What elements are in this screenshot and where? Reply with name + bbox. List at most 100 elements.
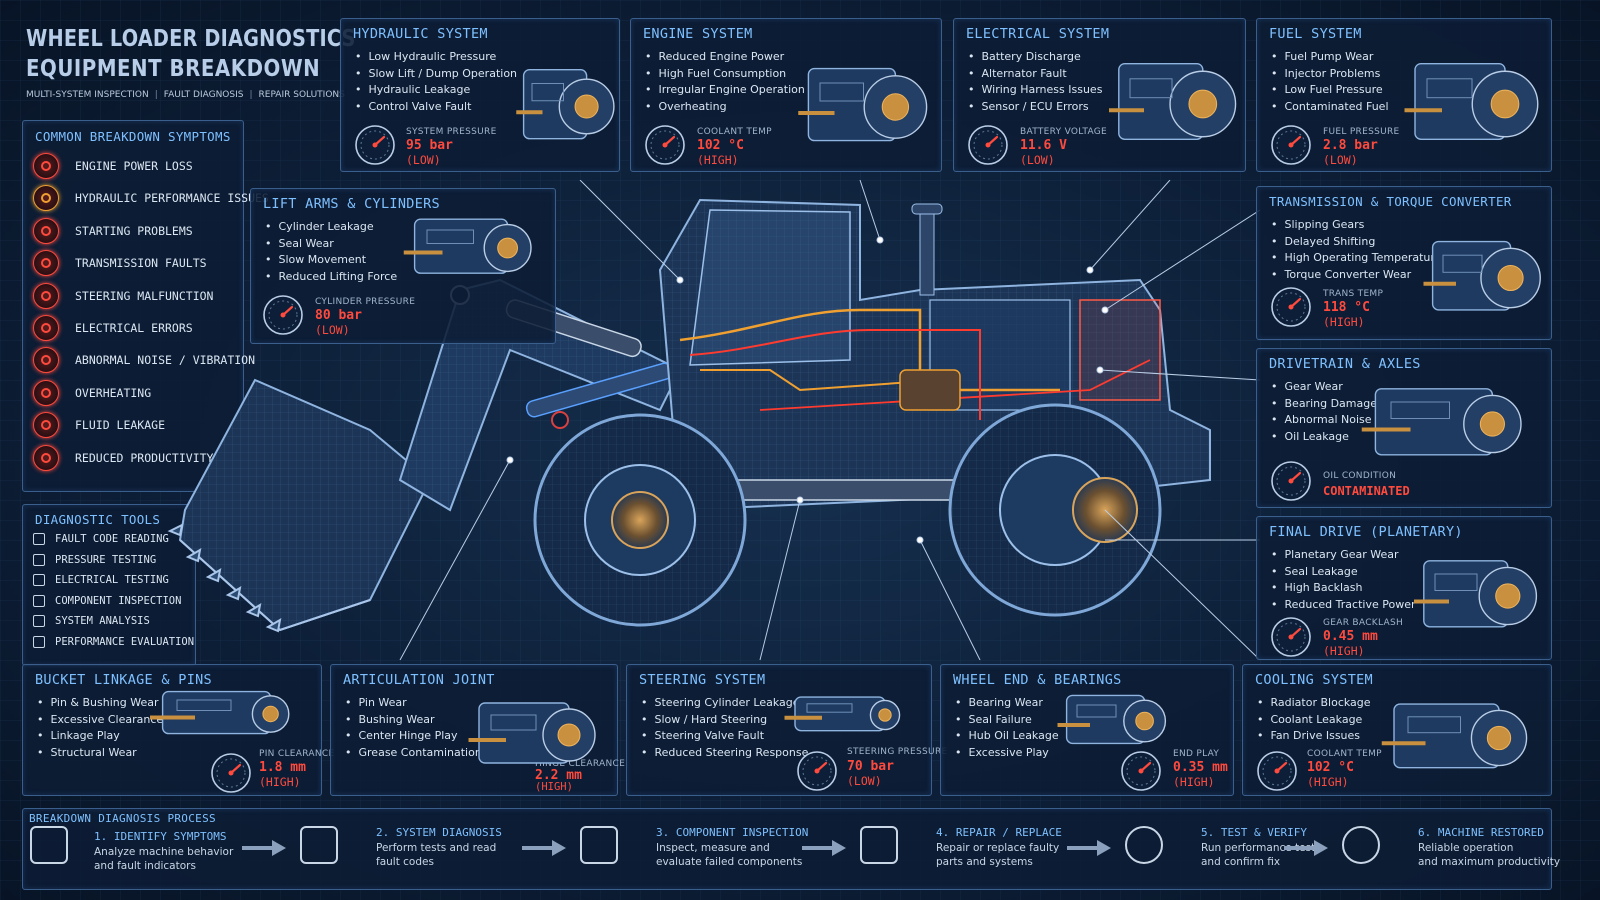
bucket-issue-list: Pin & Bushing Wear Excessive Clearance L… — [37, 695, 164, 761]
front-wheel-drawing — [533, 413, 747, 627]
analysis-icon — [33, 615, 45, 628]
tool-label: ELECTRICAL TESTING — [55, 574, 169, 587]
callout-lines — [399, 180, 1260, 660]
code-reader-icon — [33, 533, 45, 545]
symptom-item: HYDRAULIC PERFORMANCE ISSUES — [33, 183, 269, 213]
symptom-item: ABNORMAL NOISE / VIBRATION — [33, 345, 255, 375]
evaluation-icon — [33, 636, 45, 648]
cooling-issue-list: Radiator Blockage Coolant Leakage Fan Dr… — [1257, 695, 1371, 745]
process-title: BREAKDOWN DIAGNOSIS PROCESS — [29, 812, 216, 825]
lift-arms-issue-list: Cylinder Leakage Seal Wear Slow Movement… — [265, 219, 398, 285]
symptoms-panel: COMMON BREAKDOWN SYMPTOMS ENGINE POWER L… — [22, 120, 269, 492]
hinge-joint-icon — [461, 685, 611, 785]
arrow-right-icon — [1067, 838, 1113, 862]
fuel-issue-list: Fuel Pump Wear Injector Problems Low Fue… — [1271, 49, 1389, 115]
arrow-right-icon — [1284, 838, 1330, 862]
magnifier-icon — [300, 826, 338, 864]
arrow-right-icon — [522, 838, 568, 862]
list-item: Seal Failure — [955, 712, 1059, 729]
list-item: Seal Wear — [265, 236, 397, 253]
steering-issue-list: Steering Cylinder Leakage Slow / Hard St… — [641, 695, 809, 761]
gauge-value: 102 °C — [1307, 760, 1354, 775]
process-step-title: 5. TEST & VERIFY — [1201, 826, 1307, 839]
symptom-item: ELECTRICAL ERRORS — [33, 313, 193, 343]
temperature-gauge-icon — [643, 123, 687, 167]
tag-repair: REPAIR SOLUTIONS — [258, 90, 345, 100]
engine-issue-list: Reduced Engine Power High Fuel Consumpti… — [645, 49, 805, 115]
arrow-right-icon — [802, 838, 848, 862]
list-item: Irregular Engine Operation — [645, 82, 805, 99]
list-item: Bearing Damage — [1271, 396, 1378, 413]
list-item: Steering Valve Fault — [641, 728, 808, 745]
tool-item: SYSTEM ANALYSIS — [33, 612, 150, 630]
hydraulic-icon — [33, 185, 59, 212]
list-item: Grease Contamination — [345, 745, 482, 762]
articulation-title: ARTICULATION JOINT — [343, 672, 495, 688]
gauge-value: 11.6 V — [1020, 138, 1067, 153]
list-item: High Fuel Consumption — [645, 66, 805, 83]
process-step-desc: Perform tests and read fault codes — [376, 842, 497, 868]
gauge-label: FUEL PRESSURE — [1323, 127, 1400, 137]
gauge-label: TRANS TEMP — [1323, 289, 1384, 299]
steering-title: STEERING SYSTEM — [639, 672, 766, 688]
backlash-gauge-icon — [1269, 615, 1313, 659]
thermometer-icon — [33, 379, 59, 406]
axle-gear-icon — [1352, 369, 1547, 479]
symptom-label: OVERHEATING — [75, 385, 152, 400]
list-item: Pin & Bushing Wear — [37, 695, 163, 712]
gauge-label: CYLINDER PRESSURE — [315, 297, 416, 307]
wheel-end-title: WHEEL END & BEARINGS — [953, 672, 1122, 688]
radiator-fan-icon — [1373, 685, 1548, 791]
list-item: Sensor / ECU Errors — [968, 99, 1102, 116]
fuel-gauge-icon — [1269, 123, 1313, 167]
process-step-desc: Inspect, measure and evaluate failed com… — [656, 842, 803, 868]
rear-wheel-drawing — [948, 403, 1162, 617]
tool-item: PRESSURE TESTING — [33, 551, 156, 569]
starter-icon — [33, 217, 59, 244]
list-item: Control Valve Fault — [355, 99, 517, 116]
wheel-hub-icon — [1051, 681, 1181, 761]
process-step-title: 2. SYSTEM DIAGNOSIS — [376, 826, 502, 839]
header: WHEEL LOADER DIAGNOSTICS EQUIPMENT BREAK… — [22, 22, 355, 106]
symptom-label: FLUID LEAKAGE — [75, 418, 166, 433]
pressure-gauge-icon — [33, 553, 45, 566]
gauge-label: COOLANT TEMP — [1307, 749, 1382, 759]
process-step-title: 4. REPAIR / REPLACE — [936, 826, 1062, 839]
symptom-item: STARTING PROBLEMS — [33, 216, 193, 246]
engine-block-icon — [791, 47, 936, 167]
coolant-gauge-icon — [1255, 749, 1299, 793]
header-tags: MULTI-SYSTEM INSPECTION | FAULT DIAGNOSI… — [26, 90, 345, 100]
symptom-label: REDUCED PRODUCTIVITY — [75, 450, 214, 465]
check-circle-icon — [1125, 826, 1163, 864]
oil-drop-gauge-icon — [1269, 459, 1313, 503]
list-item: High Backlash — [1271, 580, 1415, 597]
fuel-system-panel: FUEL SYSTEM Fuel Pump Wear Injector Prob… — [1256, 18, 1552, 172]
list-item: High Operating Temperature — [1271, 250, 1442, 267]
list-item: Bearing Wear — [955, 695, 1059, 712]
process-step-desc: Analyze machine behavior and fault indic… — [94, 846, 234, 872]
symptom-label: ABNORMAL NOISE / VIBRATION — [75, 353, 256, 368]
steering-wheel-icon — [33, 282, 59, 309]
engine-system-title: ENGINE SYSTEM — [643, 26, 753, 42]
list-item: Battery Discharge — [968, 49, 1102, 66]
gauge-label: END PLAY — [1173, 749, 1220, 759]
drivetrain-panel: DRIVETRAIN & AXLES Gear Wear Bearing Dam… — [1256, 348, 1552, 508]
trans-temp-gauge-icon — [1269, 285, 1313, 329]
gauge-value: 2.8 bar — [1323, 138, 1378, 153]
gauge-label: PIN CLEARANCE — [259, 749, 335, 759]
list-item: Slow Lift / Dump Operation — [355, 66, 518, 83]
planetary-gear-icon — [1407, 541, 1547, 651]
process-step-title: 6. MACHINE RESTORED — [1418, 826, 1544, 839]
toolbox-icon — [860, 826, 898, 864]
gauge-status: (HIGH) — [1173, 775, 1215, 789]
transmission-title: TRANSMISSION & TORQUE CONVERTER — [1269, 194, 1512, 209]
hydraulic-system-panel: HYDRAULIC SYSTEM Low Hydraulic Pressure … — [340, 18, 620, 172]
gauge-value: 102 °C — [697, 138, 744, 153]
gauge-label: BATTERY VOLTAGE — [1020, 127, 1108, 137]
bucket-linkage-title: BUCKET LINKAGE & PINS — [35, 672, 212, 688]
page-title-line1: WHEEL LOADER DIAGNOSTICS — [26, 26, 356, 52]
tool-label: FAULT CODE READING — [55, 533, 169, 545]
electrical-issue-list: Battery Discharge Alternator Fault Wirin… — [968, 49, 1103, 116]
gauge-status: (HIGH) — [535, 781, 573, 793]
